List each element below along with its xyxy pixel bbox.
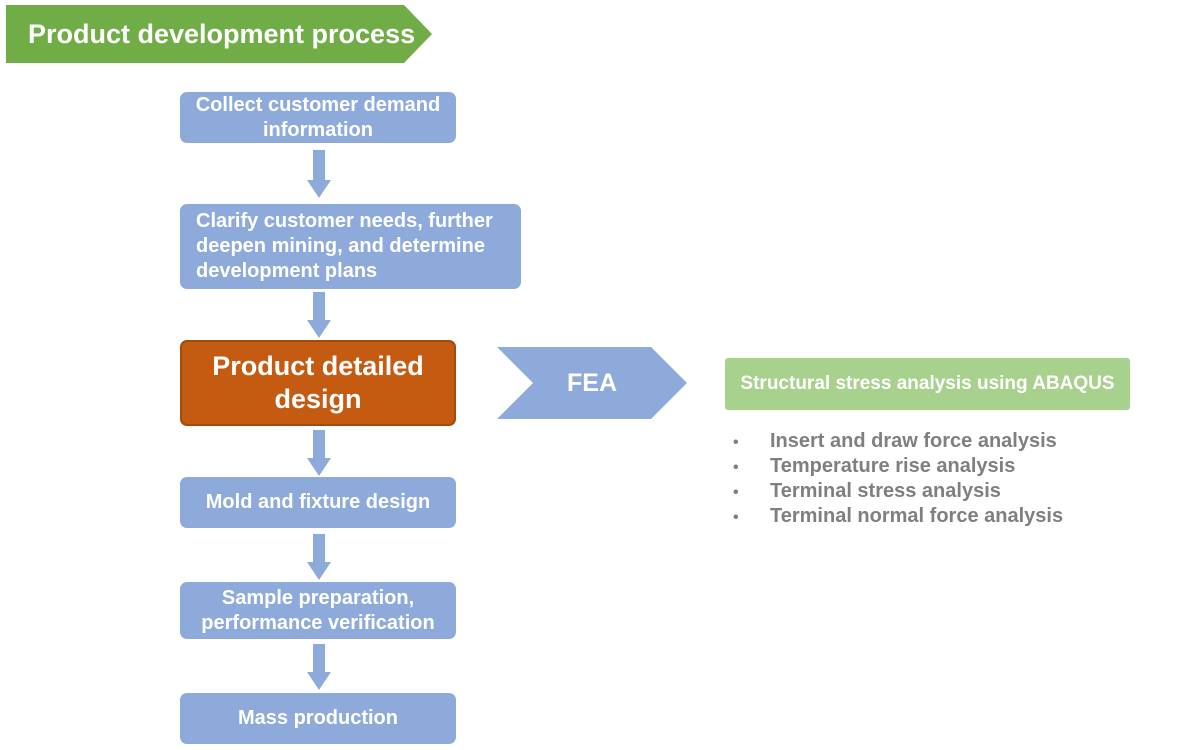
step-detailed-design: Product detailed design <box>180 340 456 426</box>
list-item: • Terminal normal force analysis <box>733 504 1063 529</box>
fea-description-box: Structural stress analysis using ABAQUS <box>725 358 1130 410</box>
arrow-down-icon <box>307 150 331 198</box>
fea-chevron: FEA <box>497 347 687 419</box>
step-label: Product detailed design <box>212 351 424 414</box>
step-sample-preparation: Sample preparation, performance verifica… <box>180 582 456 639</box>
arrow-down-icon <box>307 644 331 690</box>
title-banner: Product development process <box>6 5 432 63</box>
arrow-down-icon <box>307 534 331 580</box>
step-label: Mass production <box>237 707 398 729</box>
list-item-text: Terminal normal force analysis <box>770 505 1064 527</box>
bullet-icon: • <box>733 484 739 501</box>
bullet-icon: • <box>733 459 739 476</box>
step-clarify-needs: Clarify customer needs, further deepen m… <box>180 204 521 289</box>
list-item: • Insert and draw force analysis <box>733 429 1063 454</box>
list-item-text: Insert and draw force analysis <box>770 430 1057 452</box>
bullet-icon: • <box>733 509 739 526</box>
step-label: Sample preparation, performance verifica… <box>201 586 435 634</box>
fea-label: FEA <box>567 369 617 397</box>
list-item: • Temperature rise analysis <box>733 454 1063 479</box>
arrow-down-icon <box>307 430 331 476</box>
step-mold-design: Mold and fixture design <box>180 477 456 528</box>
list-item-text: Terminal stress analysis <box>770 480 1001 502</box>
banner-shape <box>6 5 432 63</box>
step-label: Mold and fixture design <box>205 491 431 513</box>
list-item: • Terminal stress analysis <box>733 479 1063 504</box>
analysis-list: • Insert and draw force analysis • Tempera… <box>733 429 1063 529</box>
page-title: Product development process <box>28 19 416 49</box>
step-mass-production: Mass production <box>180 693 456 744</box>
list-item-text: Temperature rise analysis <box>770 455 1016 477</box>
chevron-shape <box>497 347 687 419</box>
bullet-icon: • <box>733 434 739 451</box>
step-collect-demand: Collect customer demand information <box>180 92 456 143</box>
step-label: Collect customer demand information <box>195 93 441 141</box>
step-label: Clarify customer needs, further deepen m… <box>196 210 493 282</box>
arrow-down-icon <box>307 292 331 338</box>
